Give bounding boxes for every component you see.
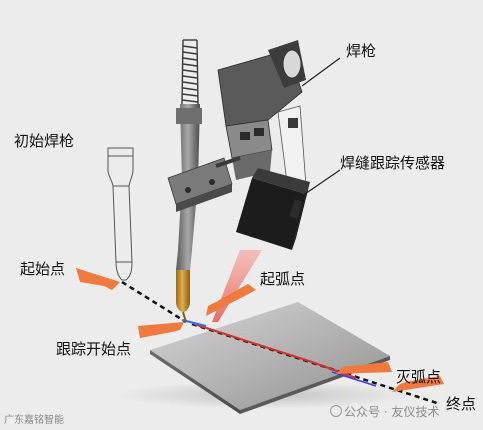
initial-torch-outline (107, 147, 134, 281)
label-tracking-start-point: 跟踪开始点 (56, 340, 132, 358)
arrow-end-point (392, 376, 444, 392)
arrow-arc-start (206, 284, 256, 316)
torch-mount (215, 40, 307, 191)
wechat-icon (330, 405, 342, 417)
workpiece-plate (115, 302, 415, 414)
torch-cable-spring (181, 39, 199, 105)
label-start-point: 起始点 (20, 260, 66, 278)
label-seam-tracking-sensor: 焊缝跟踪传感器 (340, 154, 446, 172)
welding-torch (167, 39, 233, 323)
seam-tracking-sensor (236, 168, 310, 250)
arrow-arc-end (336, 362, 392, 374)
arrow-start-point (76, 268, 120, 290)
arc-end-segment (331, 371, 377, 387)
label-end-point: 终点 (446, 395, 477, 413)
label-arc-end-point: 灭弧点 (396, 368, 442, 386)
label-arc-start-point: 起弧点 (260, 270, 306, 288)
watermark-bottom-left: 广东嘉铭智能 (4, 415, 64, 426)
leader-lines (301, 57, 341, 197)
watermark-bottom-right: 公众号 · 友仪技术 (344, 405, 440, 419)
arrow-tracking-start (138, 322, 184, 338)
laser-beam (212, 250, 262, 322)
label-initial-torch: 初始焊枪 (14, 132, 75, 150)
label-welding-torch: 焊枪 (346, 42, 377, 60)
arrows (76, 268, 444, 392)
